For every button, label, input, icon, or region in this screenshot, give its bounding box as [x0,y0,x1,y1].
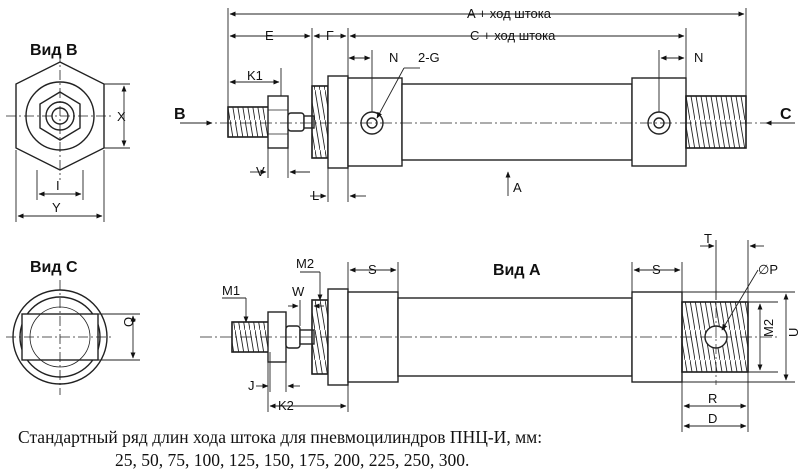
view-b-dims [15,83,130,222]
top-cylinder [200,75,780,169]
dim-m2-top: M2 [296,256,314,271]
dim-n-left: N [389,50,398,65]
dim-s-left: S [368,262,377,277]
dim-v: V [256,164,265,179]
bottom-cylinder [200,288,780,386]
dim-w: W [292,284,305,299]
caption-line-1: Стандартный ряд длин хода штока для пнев… [18,427,543,447]
dim-m1: M1 [222,283,240,298]
dim-y: Y [52,200,61,215]
view-a-title: Вид А [493,262,541,279]
dim-d: D [708,411,717,426]
dim-k1: K1 [247,68,263,83]
arrow-a-label: A [513,180,522,195]
dim-k2: K2 [278,398,294,413]
caption-line-2: 25, 50, 75, 100, 125, 150, 175, 200, 225… [115,450,470,470]
dim-2g: 2-G [418,50,440,65]
dim-a-stroke: A + ход штока [467,6,552,21]
dim-p: ∅P [758,262,778,277]
bottom-dims [222,240,795,432]
dim-u: U [786,328,800,337]
view-b-hex [6,52,114,180]
dim-r: R [708,391,717,406]
dim-m2-right: M2 [761,319,776,337]
dim-f: F [326,28,334,43]
dim-x: X [117,109,126,124]
dim-q: Q [121,317,136,327]
arrow-b-label: B [174,106,186,123]
view-c-title: Вид С [30,259,78,276]
top-dims [180,8,795,202]
dim-c-stroke: С + ход штока [470,28,556,43]
dim-t: T [704,231,712,246]
dim-s-right: S [652,262,661,277]
view-c-dims [98,313,140,361]
dim-l: L [312,188,319,203]
dim-e: E [265,28,274,43]
view-c-round [6,280,114,395]
view-b-title: Вид B [30,42,78,59]
dim-i: I [56,178,60,193]
arrow-c-label: C [780,106,792,123]
dim-n-right: N [694,50,703,65]
dim-j: J [248,378,255,393]
